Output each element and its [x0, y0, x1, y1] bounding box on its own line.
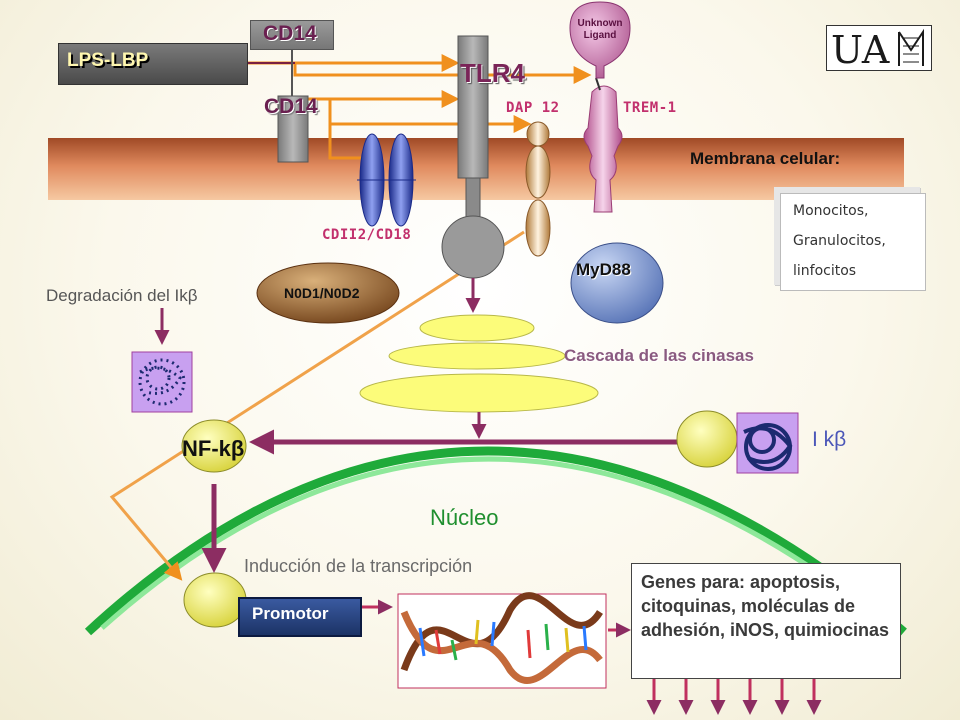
gene-output-arrows [646, 674, 822, 715]
lps-lbp-label: LPS-LBP [67, 50, 149, 71]
genes-text: Genes para: apoptosis, citoquinas, moléc… [641, 572, 890, 640]
dap12-label: DAP 12 [506, 100, 560, 116]
cell-type-item: Monocitos, [793, 203, 869, 219]
uam-logo: UA [826, 25, 932, 72]
trem1-bond [595, 77, 601, 91]
trem1-receptor [583, 85, 623, 213]
ikb-nfkb-complex [676, 410, 738, 468]
cell-types-box: Monocitos, Granulocitos, linfocitos [780, 193, 926, 291]
promoter-complex [183, 572, 247, 628]
ikb-label: I kβ [812, 428, 847, 451]
nfkb-complex [181, 419, 247, 473]
nod-receptor [256, 262, 400, 324]
kinase-level-1 [419, 314, 535, 342]
cd14-top-label: CD14 [263, 22, 317, 45]
tlr4-stalk [465, 177, 481, 219]
unknown-ligand [569, 1, 631, 79]
orange-signal-line [109, 230, 525, 581]
lps-lbp-box: LPS-LBP [58, 43, 248, 85]
tlr4-tir-domain [441, 215, 505, 279]
tlr4-label: TLR4 [460, 58, 525, 88]
kinase-level-3 [359, 373, 599, 413]
transcription-induction-label: Inducción de la transcripción [244, 556, 473, 576]
cd14-top-box: CD14 [250, 20, 334, 50]
cell-type-item: Granulocitos, [793, 233, 886, 249]
unknown-ligand-label-1: Unknown [578, 18, 623, 29]
promoter-box: Promotor [238, 597, 362, 637]
ikb-degradation-label: Degradación del Ikβ [46, 286, 198, 305]
kinase-cascade-label: Cascada de las cinasas [564, 346, 754, 365]
dap12-receptor [525, 121, 551, 257]
cd11-cd18-label: CDII2/CD18 [322, 227, 412, 243]
trem1-label: TREM-1 [623, 100, 677, 116]
membrane-label: Membrana celular: [690, 149, 841, 168]
cd14-membrane-anchor [277, 95, 309, 163]
ikb-protein-box [736, 412, 799, 474]
genes-box: Genes para: apoptosis, citoquinas, moléc… [631, 563, 901, 679]
uam-logo-text: UA [831, 28, 890, 70]
degraded-ikb-box [131, 351, 193, 413]
cell-type-item: linfocitos [793, 263, 857, 279]
unknown-ligand-label-2: Ligand [584, 30, 617, 41]
nucleus-label: Núcleo [430, 505, 499, 530]
promoter-label: Promotor [252, 604, 329, 623]
cd14-mid-label: CD14 [264, 95, 318, 118]
nucleus-envelope [84, 446, 907, 636]
nfkb-label: NF-kβ [182, 436, 245, 461]
nod-label: N0D1/N0D2 [284, 285, 360, 301]
kinase-level-2 [388, 342, 566, 370]
dna-helix-image [397, 592, 607, 689]
myd88-label: MyD88 [576, 260, 631, 279]
myd88-adapter [570, 242, 664, 324]
tlr4-receptor [457, 35, 489, 179]
